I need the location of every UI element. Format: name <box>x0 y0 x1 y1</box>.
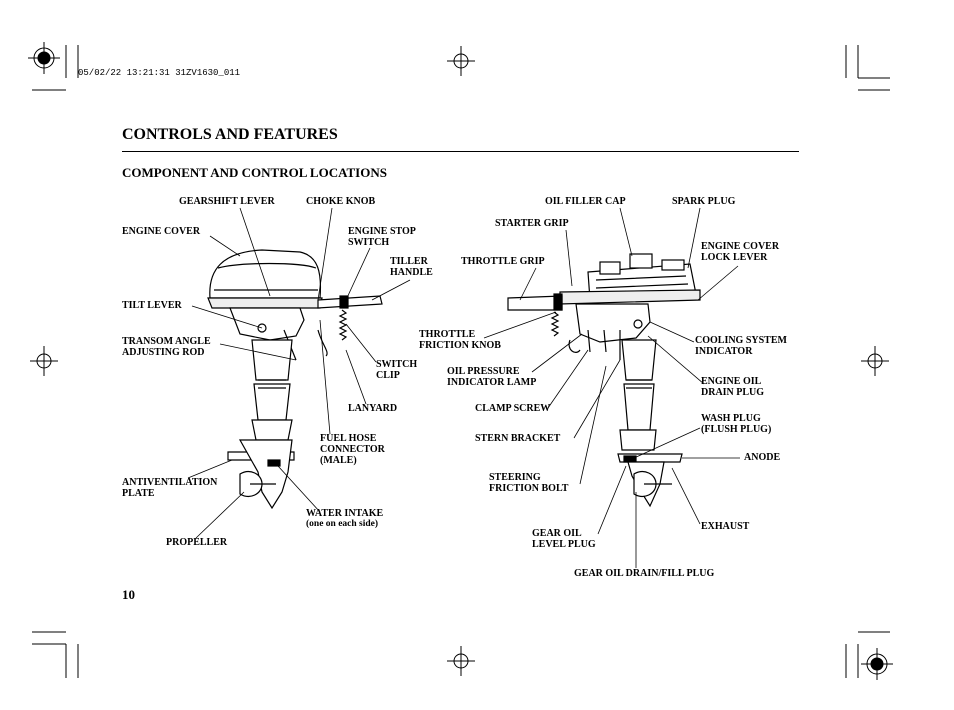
label-throttle-grip: THROTTLE GRIP <box>461 256 545 267</box>
label-tiller-handle: TILLER HANDLE <box>390 256 433 278</box>
crosshair-top-center <box>447 46 475 76</box>
leader-lines <box>187 207 740 568</box>
crosshair-bottom-center <box>447 646 475 676</box>
registration-target-bottom-right <box>861 648 893 680</box>
right-outboard-motor-illustration <box>507 253 701 508</box>
label-engine-stop-switch: ENGINE STOP SWITCH <box>348 226 416 248</box>
label-fuel-hose-connector: FUEL HOSE CONNECTOR (MALE) <box>320 433 385 466</box>
label-wash-plug: WASH PLUG (FLUSH PLUG) <box>701 413 772 435</box>
label-oil-pressure-lamp: OIL PRESSURE INDICATOR LAMP <box>447 366 537 388</box>
crop-mark-top-right <box>845 45 890 91</box>
label-steering-friction-bolt: STEERING FRICTION BOLT <box>489 472 569 494</box>
label-throttle-friction-knob: THROTTLE FRICTION KNOB <box>419 329 501 351</box>
section-title: CONTROLS AND FEATURES <box>122 126 338 143</box>
page-number: 10 <box>122 587 135 602</box>
crop-mark-bottom-left <box>32 631 79 678</box>
label-water-intake: WATER INTAKE <box>306 508 384 519</box>
label-lanyard: LANYARD <box>348 403 398 414</box>
label-cooling-system-indicator: COOLING SYSTEM INDICATOR <box>695 335 787 357</box>
label-anode: ANODE <box>744 452 781 463</box>
crosshair-right <box>861 346 889 376</box>
label-stern-bracket: STERN BRACKET <box>475 433 561 444</box>
title-rule <box>122 151 799 152</box>
label-propeller: PROPELLER <box>166 537 228 548</box>
label-transom-angle-rod: TRANSOM ANGLE ADJUSTING ROD <box>122 336 211 358</box>
label-choke-knob: CHOKE KNOB <box>306 196 376 207</box>
left-outboard-motor-illustration <box>207 249 383 510</box>
label-engine-cover-lock-lever: ENGINE COVER LOCK LEVER <box>701 241 780 263</box>
crosshair-left <box>30 346 58 376</box>
crop-mark-bottom-right <box>845 631 890 678</box>
label-engine-cover: ENGINE COVER <box>122 226 201 237</box>
label-gearshift-lever: GEARSHIFT LEVER <box>179 196 275 207</box>
label-starter-grip: STARTER GRIP <box>495 218 569 229</box>
label-tilt-lever: TILT LEVER <box>122 300 182 311</box>
label-water-intake-note: (one on each side) <box>306 519 379 529</box>
label-oil-filler-cap: OIL FILLER CAP <box>545 196 626 207</box>
label-exhaust: EXHAUST <box>701 521 750 532</box>
subsection-title: COMPONENT AND CONTROL LOCATIONS <box>122 165 387 180</box>
print-stamp: 05/02/22 13:21:31 31ZV1630_011 <box>78 68 241 78</box>
label-gear-oil-drain-plug: GEAR OIL DRAIN/FILL PLUG <box>574 568 715 579</box>
label-clamp-screw: CLAMP SCREW <box>475 403 551 414</box>
registration-target-top-left <box>28 42 60 74</box>
label-engine-oil-drain-plug: ENGINE OIL DRAIN PLUG <box>701 376 765 398</box>
crop-mark-top-left <box>32 45 79 91</box>
label-antiventilation-plate: ANTIVENTILATION PLATE <box>122 477 218 499</box>
label-spark-plug: SPARK PLUG <box>672 196 736 207</box>
label-switch-clip: SWITCH CLIP <box>376 359 418 381</box>
label-gear-oil-level-plug: GEAR OIL LEVEL PLUG <box>532 528 596 550</box>
